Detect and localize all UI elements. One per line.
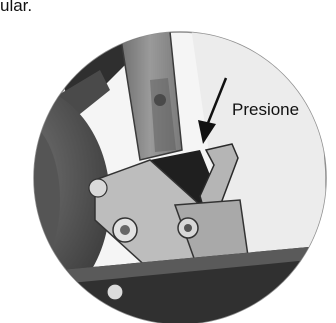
callout-label-presione: Presione [232, 100, 299, 120]
text-fragment: ular. [0, 0, 32, 16]
bolt-top [89, 179, 107, 197]
